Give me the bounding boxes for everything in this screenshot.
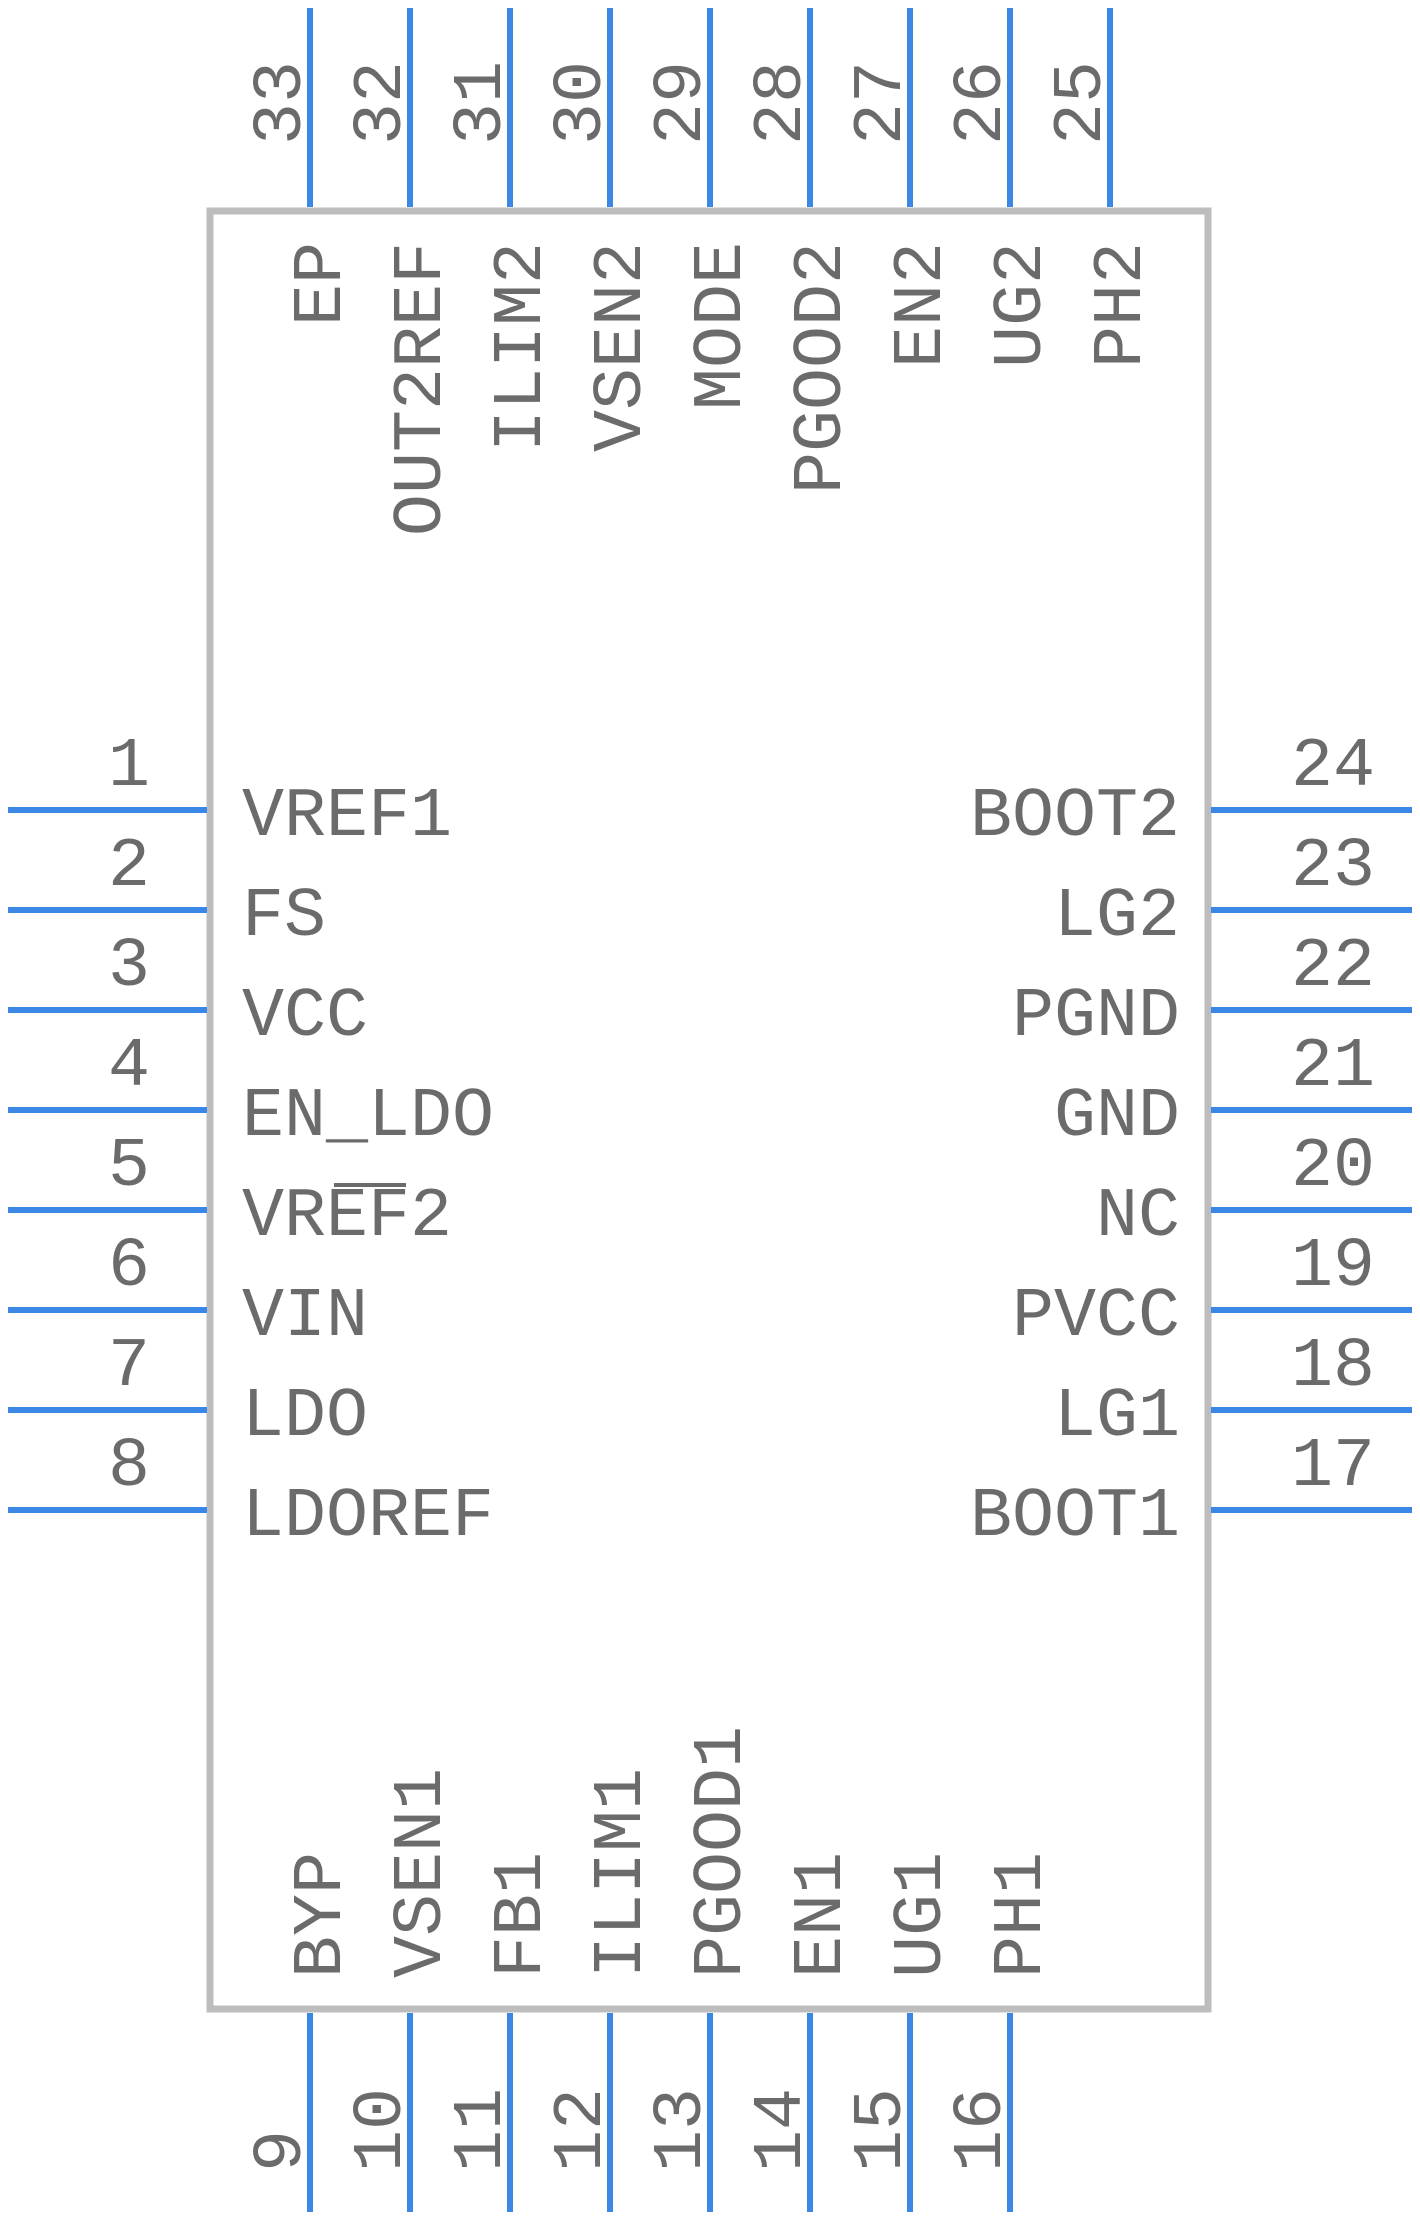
pin-number-15: 15 [843, 2088, 922, 2172]
pin-label-en_ldo: EN_LDO [242, 1078, 494, 1157]
pin-number-12: 12 [543, 2088, 622, 2172]
pin-number-31: 31 [443, 61, 522, 145]
pin-label-vref1: VREF1 [242, 778, 452, 857]
pin-label-vin: VIN [242, 1278, 368, 1357]
pin-number-24: 24 [1291, 728, 1375, 807]
pin-label-ldoref: LDOREF [242, 1478, 494, 1557]
pin-label-mode: MODE [683, 242, 762, 410]
pin-label-fb1: FB1 [483, 1852, 562, 1978]
pin-label-vcc: VCC [242, 978, 368, 1057]
pin-label-lg2: LG2 [1054, 878, 1180, 957]
pin-number-16: 16 [943, 2088, 1022, 2172]
pin-label-ilim2: ILIM2 [483, 242, 562, 452]
pin-number-3: 3 [108, 928, 150, 1007]
pin-number-13: 13 [643, 2088, 722, 2172]
pin-number-11: 11 [443, 2088, 522, 2172]
pin-number-22: 22 [1291, 928, 1375, 1007]
pin-number-29: 29 [643, 61, 722, 145]
pin-label-en1: EN1 [783, 1852, 862, 1978]
pin-label-ug1: UG1 [883, 1852, 962, 1978]
pin-label-nc: NC [1096, 1178, 1180, 1257]
pin-number-23: 23 [1291, 828, 1375, 907]
pin-number-8: 8 [108, 1428, 150, 1507]
pin-number-30: 30 [543, 61, 622, 145]
pin-label-fs: FS [242, 878, 326, 957]
pin-label-en2: EN2 [883, 242, 962, 368]
pin-number-1: 1 [108, 728, 150, 807]
pin-number-4: 4 [108, 1028, 150, 1107]
pin-label-ldo: LDO [242, 1378, 368, 1457]
pin-label-vref2: VREF2 [242, 1178, 452, 1257]
pin-label-pgood1: PGOOD1 [683, 1726, 762, 1978]
pin-number-33: 33 [243, 61, 322, 145]
pin-number-27: 27 [843, 61, 922, 145]
pin-number-2: 2 [108, 828, 150, 907]
pin-label-vsen2: VSEN2 [583, 242, 662, 452]
pin-label-boot2: BOOT2 [970, 778, 1180, 857]
pin-number-28: 28 [743, 61, 822, 145]
pin-number-14: 14 [743, 2088, 822, 2172]
pin-label-lg1: LG1 [1054, 1378, 1180, 1457]
pin-label-vsen1: VSEN1 [383, 1768, 462, 1978]
pin-label-ep: EP [283, 242, 362, 326]
pin-label-ug2: UG2 [983, 242, 1062, 368]
pin-label-pvcc: PVCC [1012, 1278, 1180, 1357]
pin-number-25: 25 [1043, 61, 1122, 145]
pin-number-18: 18 [1291, 1328, 1375, 1407]
pin-label-pgnd: PGND [1012, 978, 1180, 1057]
pin-number-5: 5 [108, 1128, 150, 1207]
pin-label-pgood2: PGOOD2 [783, 242, 862, 494]
pin-number-21: 21 [1291, 1028, 1375, 1107]
pin-label-out2ref: OUT2REF [383, 242, 462, 536]
pin-number-7: 7 [108, 1328, 150, 1407]
pin-label-ilim1: ILIM1 [583, 1768, 662, 1978]
ic-body [206, 207, 1212, 2013]
pin-label-ph2: PH2 [1083, 242, 1162, 368]
pin-number-17: 17 [1291, 1428, 1375, 1507]
pin-label-byp: BYP [283, 1852, 362, 1978]
pin-label-boot1: BOOT1 [970, 1478, 1180, 1557]
pin-number-10: 10 [343, 2088, 422, 2172]
pin-number-20: 20 [1291, 1128, 1375, 1207]
pin-number-6: 6 [108, 1228, 150, 1307]
pin-number-19: 19 [1291, 1228, 1375, 1307]
pin-number-9: 9 [243, 2130, 322, 2172]
pin-number-32: 32 [343, 61, 422, 145]
pin-number-26: 26 [943, 61, 1022, 145]
pin-label-gnd: GND [1054, 1078, 1180, 1157]
pin-label-ph1: PH1 [983, 1852, 1062, 1978]
